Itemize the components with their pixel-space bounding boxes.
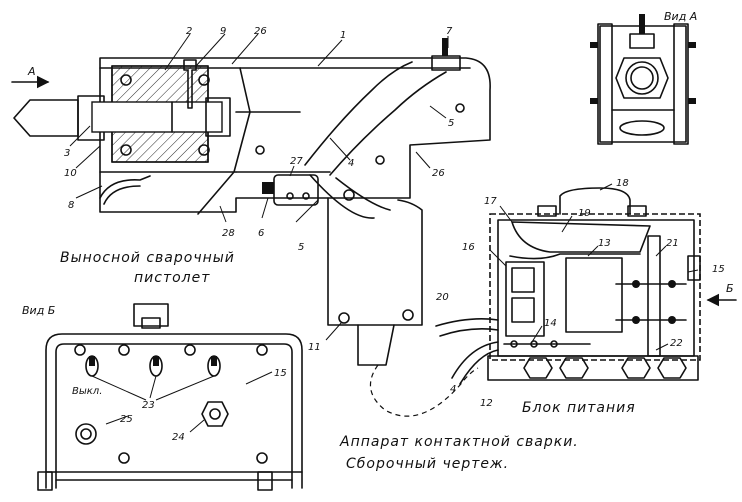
callout-17: 17 bbox=[484, 196, 497, 207]
bus-bar-outer bbox=[304, 61, 413, 166]
drawing-title-2: Сборочный чертеж. bbox=[346, 456, 509, 472]
gun-caption-1: Выносной сварочный bbox=[60, 250, 235, 266]
fuse-holder-24 bbox=[201, 401, 229, 427]
handle-18 bbox=[559, 187, 631, 215]
callout-5-top: 5 bbox=[448, 118, 454, 129]
callout-16: 16 bbox=[462, 242, 475, 253]
callout-19: 19 bbox=[578, 208, 591, 219]
callout-18: 18 bbox=[616, 178, 629, 189]
switch-off-label: Выкл. bbox=[72, 386, 102, 397]
callout-1: 1 bbox=[340, 30, 346, 41]
callout-20: 20 bbox=[436, 292, 449, 303]
callout-23: 23 bbox=[142, 400, 155, 411]
callout-26-top: 26 bbox=[254, 26, 267, 37]
callout-15-power: 15 bbox=[712, 264, 725, 275]
busbar-19 bbox=[511, 221, 651, 253]
callout-9: 9 bbox=[220, 26, 226, 37]
arrow-b-label: Б bbox=[726, 282, 734, 295]
callout-26-right: 26 bbox=[432, 168, 445, 179]
trigger-27 bbox=[273, 174, 319, 206]
callout-3: 3 bbox=[64, 148, 70, 159]
callout-5-low: 5 bbox=[298, 242, 304, 253]
callout-7: 7 bbox=[446, 26, 453, 37]
rod-end-cap bbox=[205, 97, 231, 137]
core-16 bbox=[505, 261, 545, 337]
cable-20 bbox=[435, 318, 499, 327]
view-b-label: Вид Б bbox=[22, 304, 55, 317]
transformer-13 bbox=[565, 257, 623, 333]
bolt-9 bbox=[183, 59, 197, 109]
callout-25: 25 bbox=[120, 414, 133, 425]
callout-2: 2 bbox=[186, 26, 192, 37]
view-a-label: Вид А bbox=[664, 10, 697, 23]
view-b-top-tab bbox=[133, 303, 169, 327]
cable-exit bbox=[357, 324, 395, 366]
connecting-cable-dashed bbox=[369, 364, 479, 417]
view-a: Вид А bbox=[590, 10, 697, 145]
arrow-a-label: А bbox=[27, 65, 36, 78]
view-b: Вид Б Выкл. 23 bbox=[22, 303, 303, 491]
callout-4-power: 4 bbox=[450, 384, 456, 395]
callout-22: 22 bbox=[670, 338, 683, 349]
callout-4-gun: 4 bbox=[348, 158, 354, 169]
electrode-tip bbox=[13, 99, 79, 137]
knob-25 bbox=[75, 423, 97, 445]
view-b-outer-frame bbox=[45, 333, 303, 489]
gun-handle bbox=[327, 197, 423, 326]
view-a-frame bbox=[599, 25, 687, 143]
gun-caption-2: пистолет bbox=[134, 270, 210, 286]
view-a-slot bbox=[619, 120, 665, 136]
callout-28: 28 bbox=[222, 228, 235, 239]
callout-21: 21 bbox=[666, 238, 679, 249]
callout-8: 8 bbox=[68, 200, 74, 211]
power-unit-caption: Блок питания bbox=[522, 400, 636, 416]
callout-24: 24 bbox=[172, 432, 185, 443]
callout-15-viewb: 15 bbox=[274, 368, 287, 379]
callout-11: 11 bbox=[308, 342, 321, 353]
callout-14: 14 bbox=[544, 318, 557, 329]
drawing-title-1: Аппарат контактной сварки. bbox=[339, 434, 579, 450]
callout-10: 10 bbox=[64, 168, 77, 179]
welding-gun: А bbox=[11, 26, 491, 417]
hex-nut bbox=[615, 57, 669, 99]
gun-body bbox=[99, 57, 491, 213]
callout-12: 12 bbox=[480, 398, 493, 409]
lever-8 bbox=[99, 175, 151, 199]
callout-13: 13 bbox=[598, 238, 611, 249]
callout-6: 6 bbox=[258, 228, 264, 239]
callout-27: 27 bbox=[290, 156, 303, 167]
power-unit: Б 17 19 18 13 21 15 16 20 14 22 4 12 Бло… bbox=[435, 178, 737, 416]
base-12 bbox=[487, 355, 699, 381]
pivot-screw bbox=[343, 189, 355, 201]
electrode-rod bbox=[91, 101, 223, 133]
power-unit-case bbox=[489, 213, 701, 361]
